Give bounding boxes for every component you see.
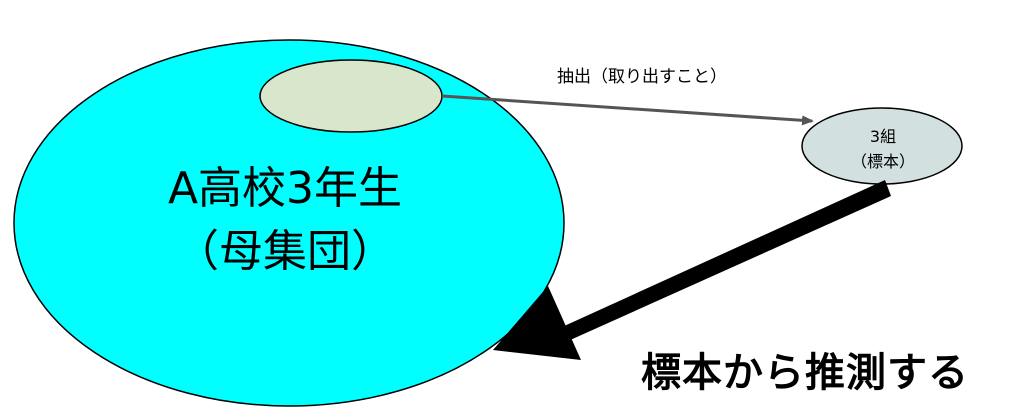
inference-arrow bbox=[493, 180, 891, 360]
population-subtitle: （母集団） bbox=[175, 226, 395, 277]
inference-label: 標本から推測する bbox=[641, 350, 969, 396]
population-ellipse bbox=[13, 39, 565, 407]
extract-arrow bbox=[441, 94, 814, 126]
subset-ellipse bbox=[259, 59, 443, 133]
extract-label: 抽出（取り出すこと） bbox=[557, 67, 727, 87]
population-title: A高校3年生 bbox=[167, 163, 403, 214]
sample-subtitle: （標本） bbox=[850, 152, 915, 171]
sample-title: 3組 bbox=[869, 127, 897, 146]
